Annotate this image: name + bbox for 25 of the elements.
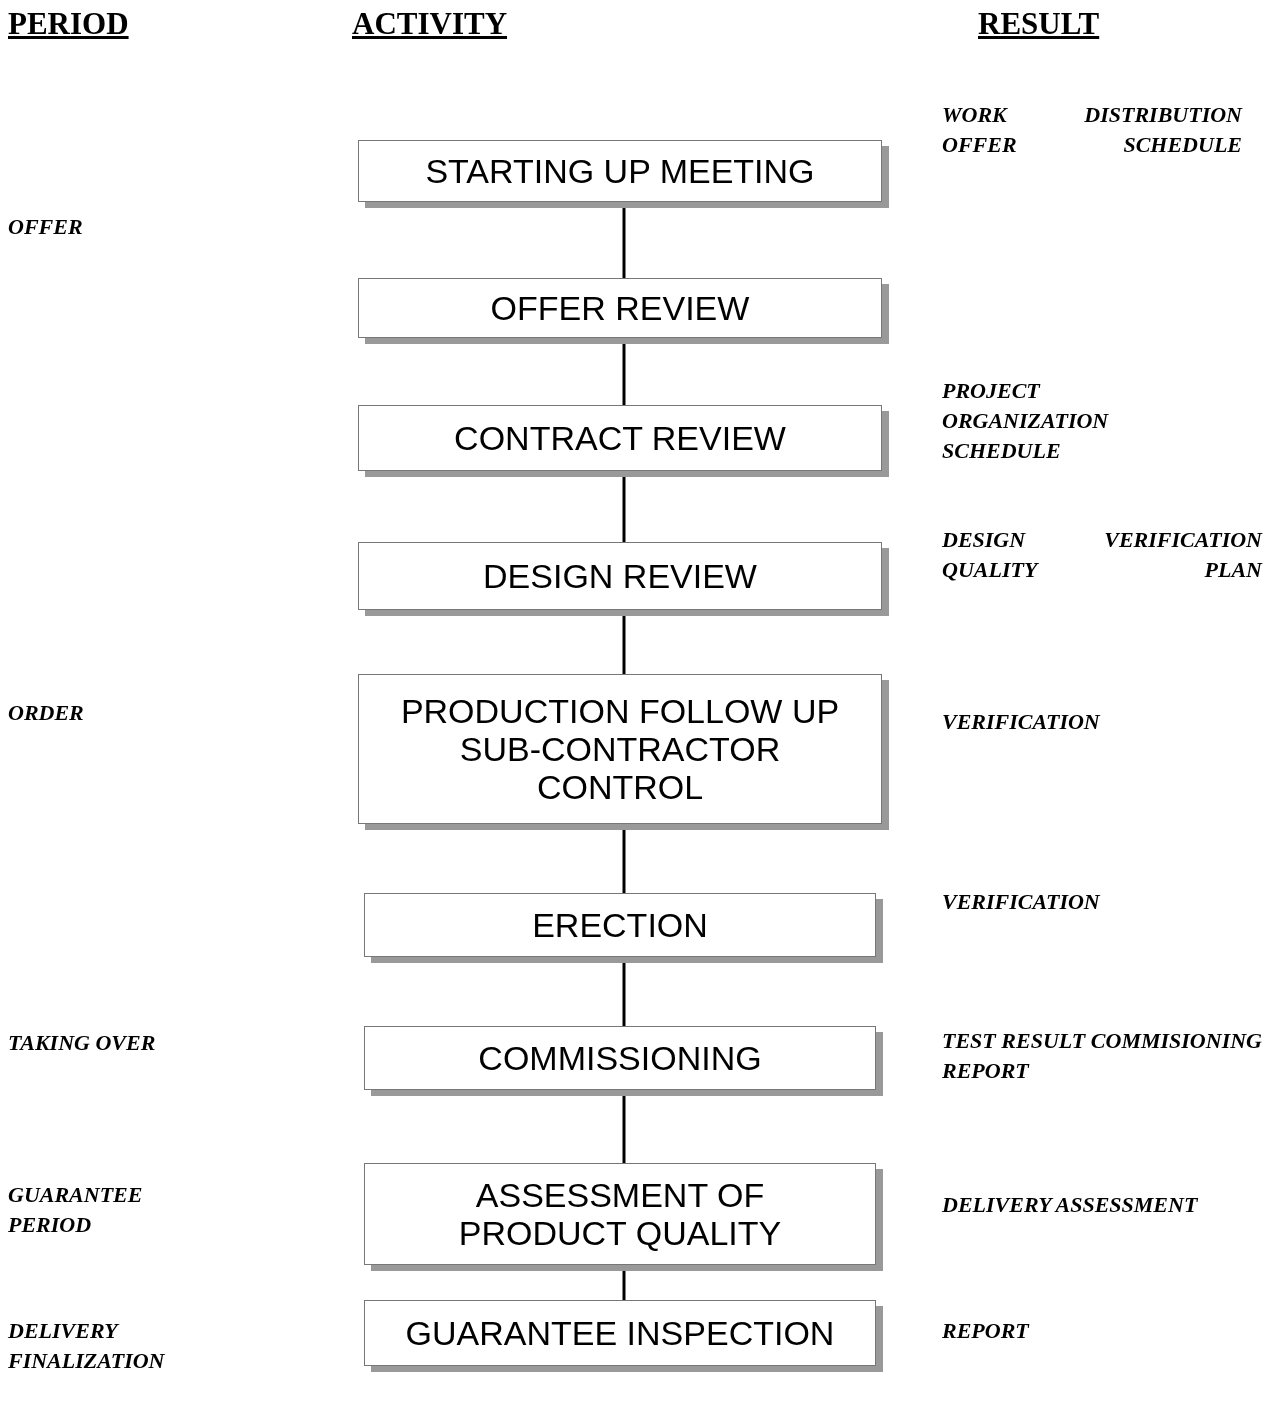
column-header: ACTIVITY	[352, 6, 508, 42]
box-label: ERECTION	[531, 905, 709, 945]
result-label: VERIFICATION	[942, 888, 1100, 916]
box-label: COMMISSIONING	[477, 1038, 763, 1078]
result-label: WORK DISTRIBUTION OFFER SCHEDULE	[942, 101, 1242, 159]
result-label: PROJECT ORGANIZATION SCHEDULE	[942, 377, 1110, 465]
result-label: DESIGN VERIFICATION QUALITY PLAN	[942, 526, 1262, 584]
box-label: PRODUCTION FOLLOW UP SUB-CONTRACTOR CONTROL	[399, 691, 841, 807]
box-label: GUARANTEE INSPECTION	[404, 1313, 836, 1353]
result-label: DELIVERY ASSESSMENT	[942, 1191, 1198, 1219]
box-label: CONTRACT REVIEW	[453, 418, 787, 458]
period-label: TAKING OVER	[8, 1029, 156, 1057]
period-label: ORDER	[8, 699, 84, 727]
box-label: OFFER REVIEW	[489, 288, 751, 328]
column-header: PERIOD	[8, 6, 129, 42]
period-label: OFFER	[8, 213, 83, 241]
box-label: STARTING UP MEETING	[424, 151, 816, 191]
period-label: DELIVERY FINALIZATION	[8, 1317, 166, 1375]
box-label: ASSESSMENT OF PRODUCT QUALITY	[457, 1175, 783, 1253]
result-label: TEST RESULT COMMISIONING REPORT	[942, 1027, 1262, 1085]
result-label: VERIFICATION	[942, 708, 1100, 736]
result-label: REPORT	[942, 1317, 1029, 1345]
box-label: DESIGN REVIEW	[482, 556, 758, 596]
column-header: RESULT	[978, 6, 1100, 42]
period-label: GUARANTEE PERIOD	[8, 1181, 144, 1239]
